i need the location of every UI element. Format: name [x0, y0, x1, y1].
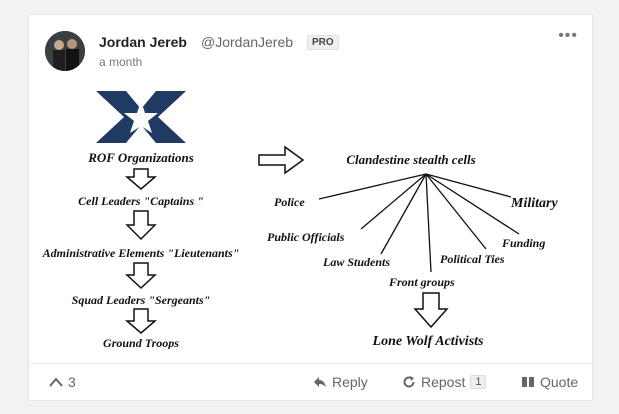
rof-organizations-label: ROF Organizations	[87, 150, 194, 165]
quote-button[interactable]: Quote	[521, 374, 578, 390]
ellipsis-icon[interactable]: •••	[558, 27, 578, 44]
rof-logo-icon	[96, 91, 186, 143]
author-name[interactable]: Jordan Jereb	[99, 34, 187, 50]
administrative-elements-label: Administrative Elements "Lieutenants"	[42, 246, 240, 260]
chevron-up-icon	[49, 377, 63, 387]
lone-wolf-label: Lone Wolf Activists	[372, 334, 485, 349]
quote-icon	[522, 377, 534, 387]
post-image-diagram: ROF Organizations Cell Leaders "Captains…	[42, 91, 558, 349]
ground-troops-label: Ground Troops	[103, 336, 179, 349]
quote-label: Quote	[540, 374, 579, 390]
avatar[interactable]	[45, 31, 85, 71]
post-actions: 3 Reply Repost 1 Quote	[29, 364, 592, 400]
clandestine-cells-label: Clandestine stealth cells	[346, 152, 475, 167]
repost-label: Repost	[421, 374, 466, 390]
spoke-front-groups-label: Front groups	[388, 275, 455, 289]
spoke-public-officials-label: Public Officials	[267, 230, 345, 244]
reply-button[interactable]: Reply	[313, 374, 368, 390]
spoke-military-label: Military	[510, 196, 558, 211]
repost-button[interactable]: Repost 1	[402, 374, 487, 390]
spoke-funding-label: Funding	[501, 236, 545, 250]
reply-icon	[314, 377, 326, 387]
connector-lines	[318, 173, 520, 273]
right-arrow-icon	[258, 145, 305, 175]
post-timestamp[interactable]: a month	[99, 55, 143, 69]
down-arrow-icons	[124, 168, 158, 334]
spoke-police-label: Police	[274, 195, 305, 209]
squad-leaders-label: Squad Leaders "Sergeants"	[72, 293, 211, 307]
spoke-political-ties-label: Political Ties	[440, 252, 505, 266]
upvote-button[interactable]: 3	[49, 374, 76, 390]
footer-divider	[29, 363, 592, 364]
repost-icon	[403, 376, 415, 388]
cell-leaders-label: Cell Leaders "Captains "	[78, 194, 204, 208]
pro-badge: PRO	[307, 35, 339, 50]
avatar-image	[45, 31, 85, 71]
post-card: Jordan Jereb @JordanJereb PRO a month ••…	[28, 14, 593, 401]
upvote-count: 3	[68, 374, 76, 390]
repost-count: 1	[470, 375, 487, 389]
reply-label: Reply	[332, 374, 368, 390]
down-arrow-icon	[413, 292, 449, 329]
spoke-law-students-label: Law Students	[322, 255, 390, 269]
author-handle[interactable]: @JordanJereb	[201, 34, 294, 50]
